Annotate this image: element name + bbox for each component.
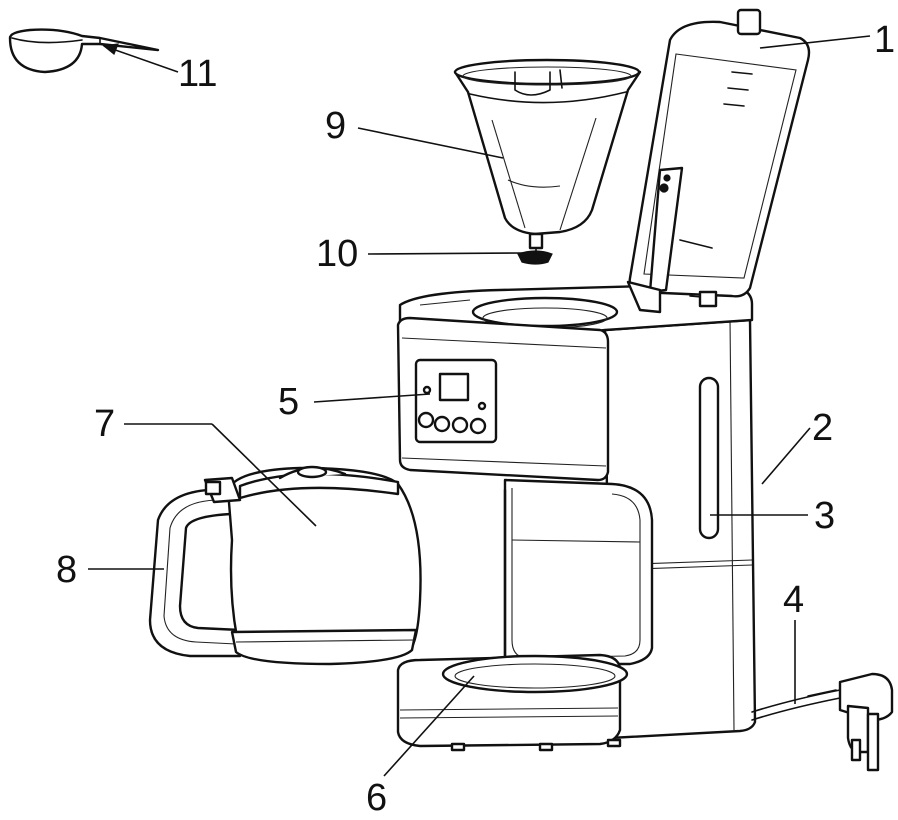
measuring-spoon	[8, 28, 160, 74]
power-cord	[751, 672, 894, 772]
callout-10: 10	[316, 233, 358, 275]
callout-6: 6	[366, 777, 387, 815]
anti-drip-valve	[517, 232, 553, 265]
callout-1: 1	[874, 19, 895, 61]
carafe	[148, 465, 422, 666]
callout-4: 4	[783, 579, 804, 621]
leader-9	[357, 127, 504, 159]
filter-holder	[453, 58, 642, 265]
carafe-handle	[148, 488, 242, 658]
callout-7: 7	[94, 403, 115, 445]
leader-1	[759, 35, 871, 49]
lid	[626, 8, 811, 314]
leader-lines	[88, 35, 871, 777]
callout-9: 9	[325, 105, 346, 147]
leader-11	[103, 45, 179, 73]
control-panel	[414, 358, 498, 444]
leader-5	[313, 393, 431, 403]
callout-2: 2	[812, 407, 833, 449]
leader-10	[367, 252, 525, 255]
callout-11: 11	[178, 53, 217, 95]
warming-plate	[441, 654, 629, 694]
callout-5: 5	[278, 381, 299, 423]
callout-8: 8	[56, 549, 77, 591]
callout-numbers: 1 2 3 4 5 6 7 8 9 10 11	[56, 19, 895, 819]
callout-3: 3	[814, 495, 835, 537]
leader-6	[383, 675, 475, 777]
leader-2	[761, 427, 811, 485]
leader-11-arrow	[102, 43, 119, 55]
leader-7b	[211, 423, 317, 527]
coffee-maker-body	[396, 282, 757, 752]
